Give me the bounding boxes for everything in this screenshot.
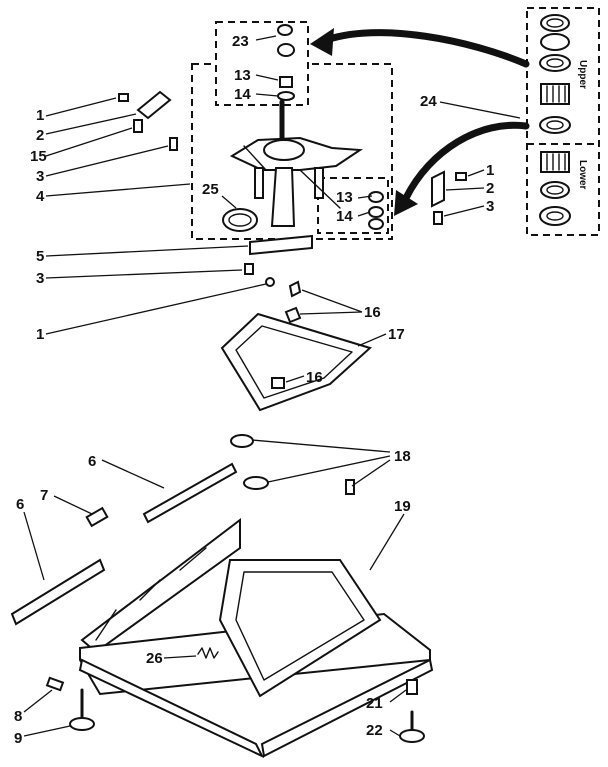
box-lower-bearing-parts	[317, 177, 389, 234]
callout-3-left: 3	[36, 168, 44, 185]
callout-13-lower: 13	[336, 189, 353, 206]
callout-3-right: 3	[486, 198, 494, 215]
callout-13-upper: 13	[234, 67, 251, 84]
callout-8: 8	[14, 708, 22, 725]
dashed-boxes	[191, 7, 600, 240]
left-bracket-assembly	[118, 90, 178, 151]
leveling-legs	[45, 676, 425, 743]
callout-15: 15	[30, 148, 47, 165]
callout-17: 17	[388, 326, 405, 343]
callout-1-left: 1	[36, 107, 44, 124]
strap-assembly	[244, 234, 313, 287]
upper-bearing-parts	[277, 24, 295, 101]
side-rails	[10, 462, 238, 626]
callout-2-left: 2	[36, 127, 44, 144]
part-25-ring	[222, 208, 258, 232]
callout-4: 4	[36, 188, 45, 205]
callout-14-upper: 14	[234, 86, 251, 103]
bearing-kit-lower: Lower	[539, 151, 588, 226]
callout-25: 25	[202, 181, 219, 198]
callout-16-upper: 16	[364, 304, 381, 321]
label-upper: Upper	[577, 60, 588, 89]
callout-numbers: 23 13 14 24 1 2 15 3 4 25 13 14 1 2 3 5 …	[14, 33, 494, 747]
snubber-base	[220, 280, 372, 412]
callout-19: 19	[394, 498, 411, 515]
right-bracket-assembly	[431, 170, 467, 225]
callout-26: 26	[146, 650, 163, 667]
leader-lines	[23, 35, 521, 737]
callout-14-lower: 14	[336, 208, 353, 225]
callout-5: 5	[36, 248, 44, 265]
label-lower: Lower	[577, 160, 588, 190]
lower-bearing-parts	[368, 191, 384, 230]
callout-22: 22	[366, 722, 383, 739]
arrow-to-lower-parts	[402, 121, 530, 202]
box-bearing-kit	[526, 7, 600, 236]
bearing-kit-upper: Upper	[539, 14, 588, 134]
callout-24: 24	[420, 93, 437, 110]
parts-18	[230, 434, 355, 495]
callout-1-strap: 1	[36, 326, 44, 343]
callout-16-lower: 16	[306, 369, 323, 386]
base-frame	[78, 517, 434, 759]
callout-6-lower: 6	[16, 496, 24, 513]
callout-2-right: 2	[486, 180, 494, 197]
pointer-arrows	[310, 28, 530, 216]
callout-3-strap: 3	[36, 270, 44, 287]
callout-6-upper: 6	[88, 453, 96, 470]
callout-1-right: 1	[486, 162, 494, 179]
gearcase-assembly	[229, 99, 363, 227]
callout-7: 7	[40, 487, 48, 504]
callout-23: 23	[232, 33, 249, 50]
callout-18: 18	[394, 448, 411, 465]
part-26-spring	[197, 647, 219, 659]
callout-9: 9	[14, 730, 22, 747]
arrow-to-upper-parts	[322, 29, 530, 68]
box-upper-bearing-parts	[215, 21, 309, 106]
callout-21: 21	[366, 695, 383, 712]
